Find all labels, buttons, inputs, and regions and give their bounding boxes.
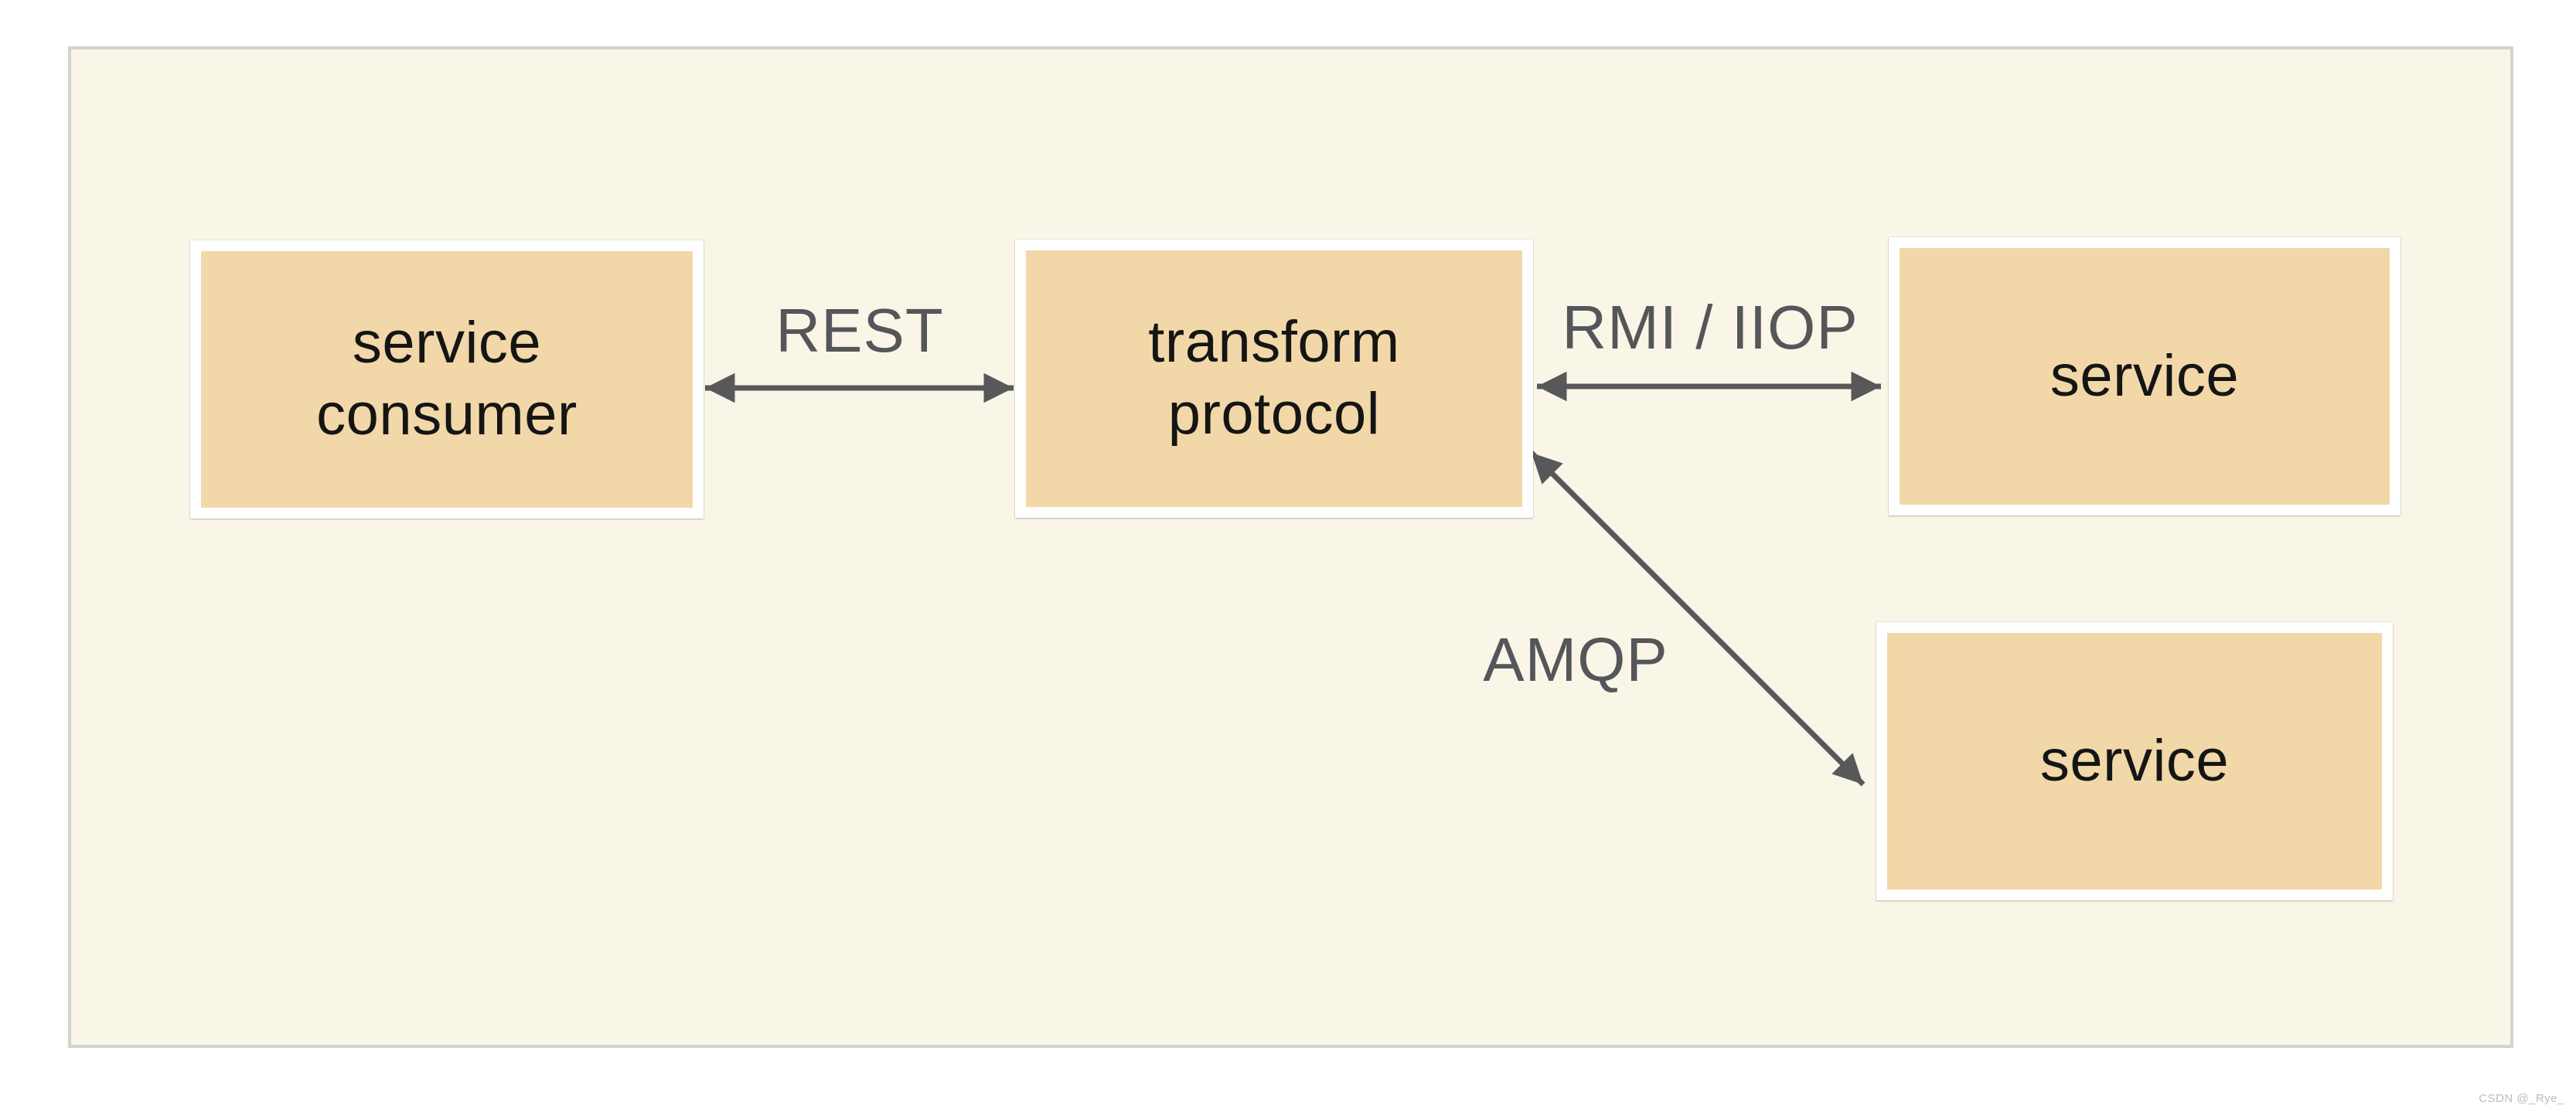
node-service-top-label: service xyxy=(2050,341,2239,413)
node-transform-protocol: transform protocol xyxy=(1015,240,1533,518)
node-label-line: service xyxy=(352,310,542,376)
node-service-consumer-fill: service consumer xyxy=(201,251,693,508)
node-transform-protocol-fill: transform protocol xyxy=(1026,250,1522,507)
node-label-line: transform xyxy=(1148,309,1400,376)
node-transform-protocol-label: transform protocol xyxy=(1148,307,1399,450)
node-service-top: service xyxy=(1889,237,2401,515)
node-service-bottom: service xyxy=(1876,622,2393,900)
edge-label-amqp: AMQP xyxy=(1483,625,1668,694)
edge-label-rmi-iiop: RMI / IIOP xyxy=(1562,293,1859,362)
node-service-bottom-fill: service xyxy=(1887,633,2382,890)
amqp-arrow xyxy=(1529,451,1866,787)
node-service-top-fill: service xyxy=(1900,248,2390,505)
node-label-line: service xyxy=(2039,727,2230,794)
node-service-consumer-label: service consumer xyxy=(316,308,578,451)
node-label-line: service xyxy=(2050,342,2240,409)
node-label-line: consumer xyxy=(316,382,578,447)
edge-label-rest: REST xyxy=(775,296,944,365)
node-service-bottom-label: service xyxy=(2040,726,2229,798)
node-service-consumer: service consumer xyxy=(190,240,704,519)
watermark: CSDN @_Rye_ xyxy=(2479,1092,2564,1105)
node-label-line: protocol xyxy=(1167,381,1381,447)
